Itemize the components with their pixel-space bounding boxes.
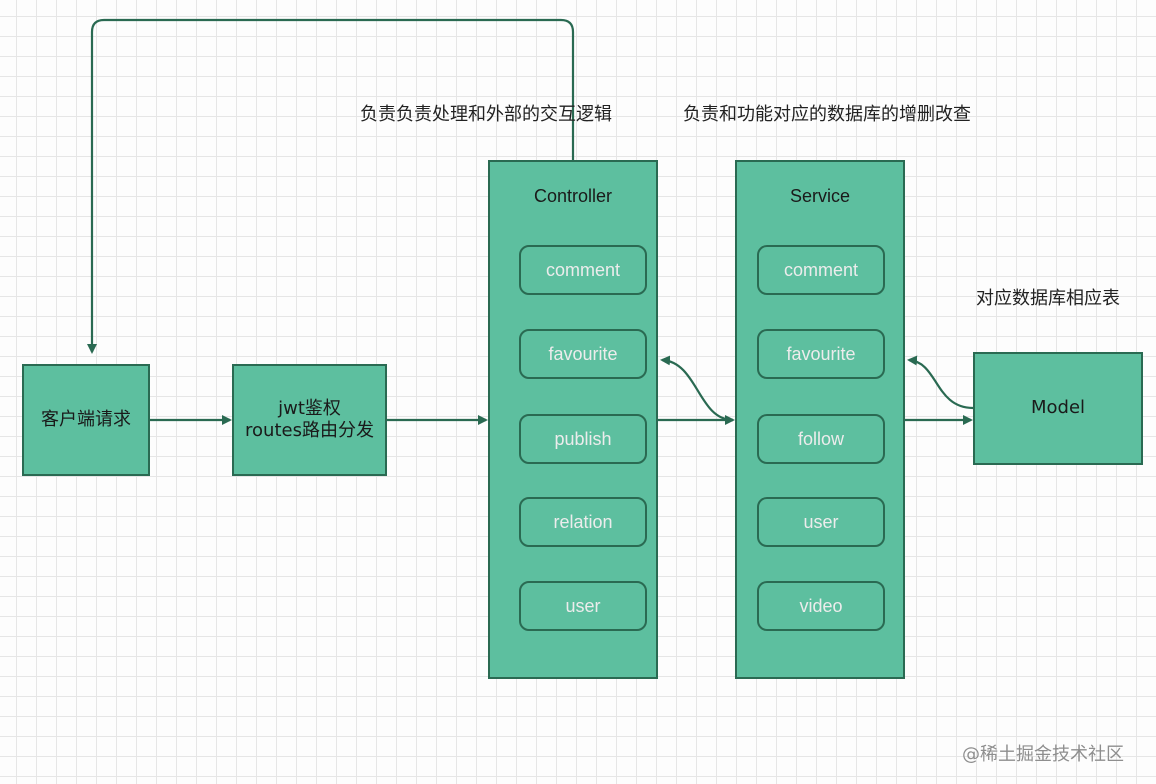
controller-note: 负责负责处理和外部的交互逻辑 (360, 104, 612, 125)
controller-item-publish: publish (519, 414, 647, 464)
controller-item-comment: comment (519, 245, 647, 295)
client-request-label: 客户端请求 (41, 408, 131, 430)
service-title: Service (789, 186, 851, 206)
model-label: Model (1030, 397, 1086, 419)
controller-title: Controller (533, 186, 613, 206)
service-item-comment: comment (757, 245, 885, 295)
service-to-controller-arrow (660, 355, 734, 422)
service-column: Service comment favourite follow user vi… (735, 160, 905, 679)
controller-item-user: user (519, 581, 647, 631)
router-label-line2: routes路由分发 (245, 420, 374, 441)
controller-column: Controller comment favourite publish rel… (488, 160, 658, 679)
router-box: jwt鉴权 routes路由分发 (232, 364, 387, 476)
model-to-service-arrow (907, 355, 974, 410)
service-item-favourite: favourite (757, 329, 885, 379)
feedback-arrow (87, 18, 575, 354)
service-note: 负责和功能对应的数据库的增删改查 (683, 104, 971, 125)
service-item-video: video (757, 581, 885, 631)
model-note: 对应数据库相应表 (976, 288, 1120, 309)
model-box: Model (973, 352, 1143, 465)
controller-item-relation: relation (519, 497, 647, 547)
service-item-user: user (757, 497, 885, 547)
client-request-box: 客户端请求 (22, 364, 150, 476)
watermark: @稀土掘金技术社区 (962, 744, 1124, 765)
controller-item-favourite: favourite (519, 329, 647, 379)
router-label-line1: jwt鉴权 (278, 397, 341, 419)
service-item-follow: follow (757, 414, 885, 464)
